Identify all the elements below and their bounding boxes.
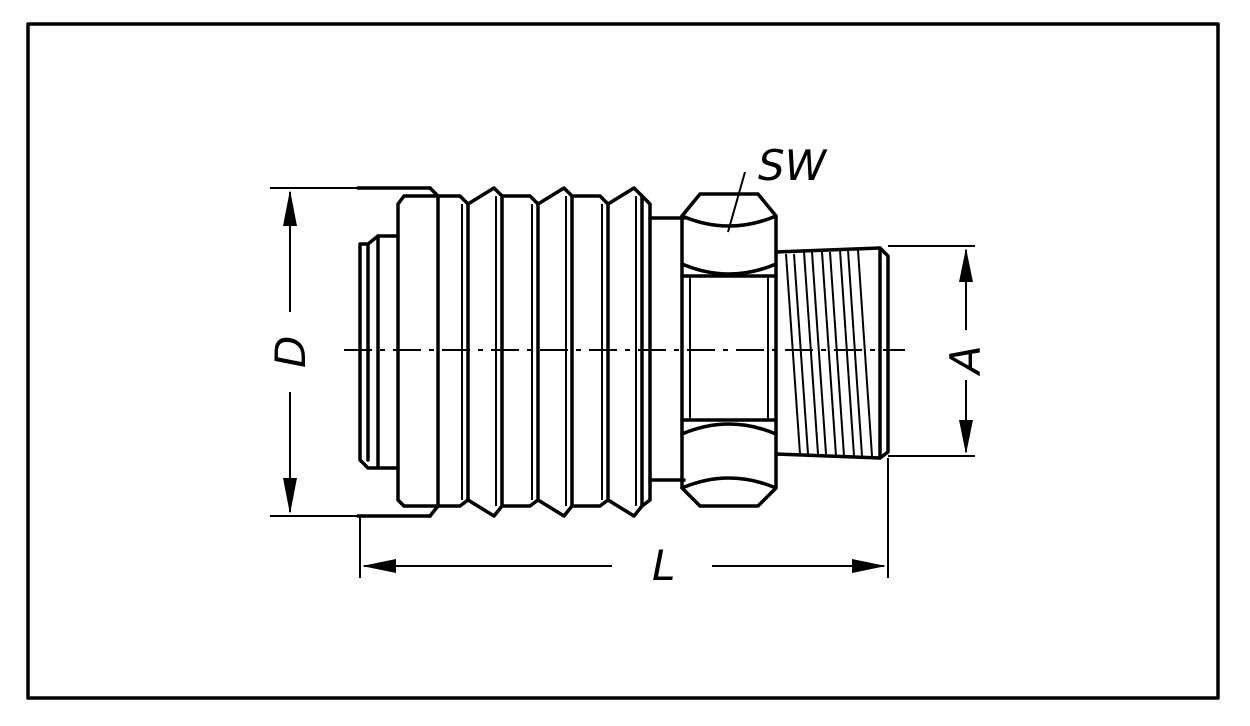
dimension-l	[359, 458, 889, 578]
hex-nut	[680, 192, 778, 508]
label-l: L	[652, 541, 675, 590]
coupling-body	[356, 186, 652, 518]
threaded-end	[774, 246, 890, 460]
socket-end-cap	[358, 234, 400, 470]
drawing-frame	[26, 22, 1220, 700]
sw-leader	[727, 171, 746, 233]
neck	[648, 216, 686, 482]
dimension-a	[888, 245, 975, 457]
label-a: A	[941, 345, 990, 377]
dimension-d	[270, 187, 358, 517]
label-d: D	[266, 336, 315, 368]
label-sw: SW	[758, 141, 828, 190]
